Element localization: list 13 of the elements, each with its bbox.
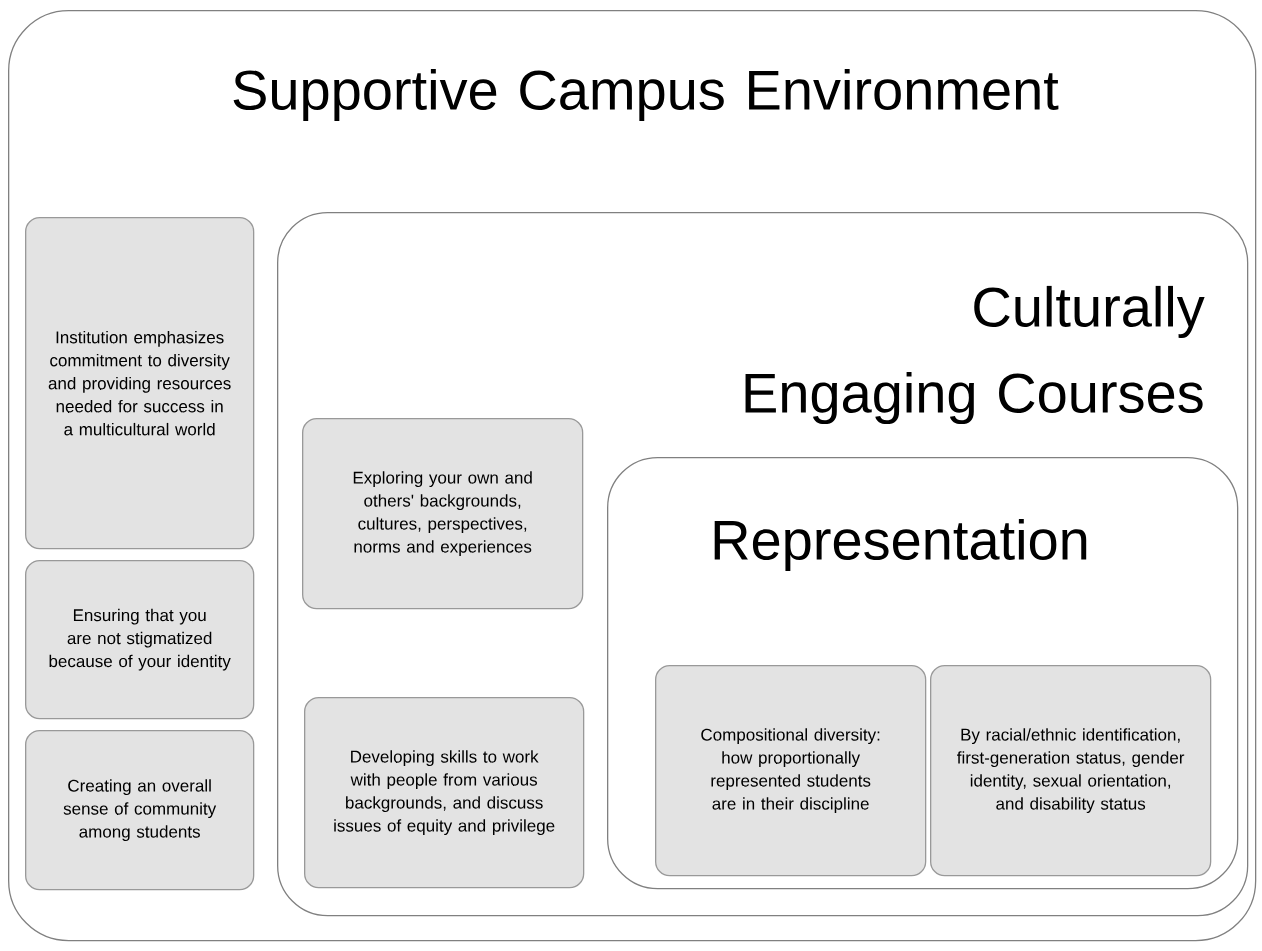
panel-title: Culturally Engaging Courses bbox=[745, 285, 1205, 425]
panel-title: Supportive Campus Environment bbox=[233, 68, 1059, 122]
text-box: By racial/ethnic identification, first-generation status, gender identity, sexual orientation, and disability status bbox=[930, 665, 1212, 877]
text-box: Creating an overall sense of community among students bbox=[25, 730, 255, 891]
panel bbox=[607, 457, 1239, 890]
panel bbox=[277, 212, 1249, 917]
text-box: Developing skills to work with people from various backgrounds, and discuss issues of equity and privilege bbox=[304, 697, 585, 889]
text-box: Ensuring that you are not stigmatized because of your identity bbox=[25, 560, 255, 720]
text-box: Compositional diversity: how proportionally represented students are in their discipline bbox=[655, 665, 927, 877]
panel bbox=[8, 10, 1257, 942]
text-box: Exploring your own and others' backgrounds, cultures, perspectives, norms and experiences bbox=[302, 418, 584, 610]
text-box: Institution emphasizes commitment to diversity and providing resources needed for success in a multicultural world bbox=[25, 217, 255, 550]
panel-title: Representation bbox=[714, 518, 1087, 572]
